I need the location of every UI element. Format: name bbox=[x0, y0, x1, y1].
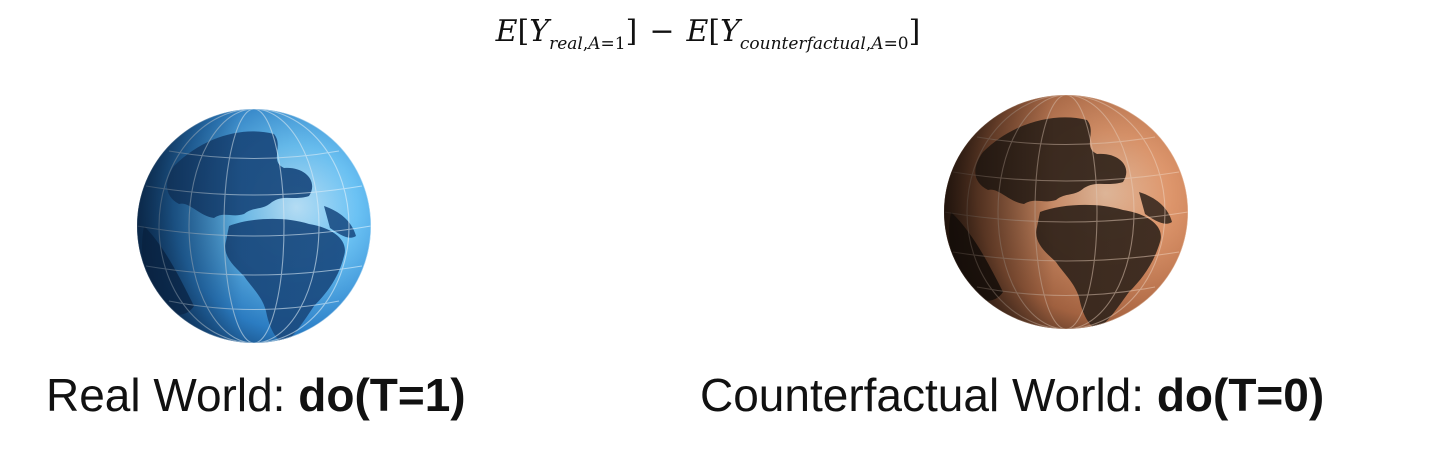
outcome-symbol: Y bbox=[529, 14, 550, 49]
counterfactual-subscript: counterfactual,A=0 bbox=[740, 34, 909, 54]
subscript-treatment-var: A bbox=[871, 34, 884, 54]
real-subscript: real,A=1 bbox=[549, 34, 626, 54]
subscript-comma: , bbox=[865, 34, 872, 54]
real-world-intervention: do(T=1) bbox=[298, 369, 466, 421]
minus-operator: − bbox=[649, 14, 675, 49]
subscript-real-word: real bbox=[549, 34, 583, 54]
left-bracket: [ bbox=[517, 14, 530, 49]
subscript-treatment-var: A bbox=[588, 34, 601, 54]
counterfactual-world-caption: Counterfactual World: do(T=0) bbox=[700, 368, 1324, 422]
subscript-comma: , bbox=[582, 34, 589, 54]
expectation-symbol: E bbox=[686, 14, 709, 49]
left-bracket: [ bbox=[708, 14, 721, 49]
counterfactual-world-label: Counterfactual World: bbox=[700, 369, 1157, 421]
right-bracket: ] bbox=[625, 14, 638, 49]
expectation-symbol: E bbox=[495, 14, 518, 49]
outcome-symbol: Y bbox=[720, 14, 740, 49]
subscript-treatment-value: =0 bbox=[883, 34, 909, 54]
subscript-counterfactual-word: counterfactual bbox=[739, 34, 866, 54]
orange-globe-icon bbox=[944, 95, 1188, 329]
causal-effect-formula: E[Yreal,A=1]−E[Ycounterfactual,A=0] bbox=[0, 14, 1416, 54]
counterfactual-world-intervention: do(T=0) bbox=[1156, 369, 1325, 421]
subscript-treatment-value: =1 bbox=[600, 34, 626, 54]
real-world-label: Real World: bbox=[46, 369, 299, 421]
right-bracket: ] bbox=[908, 14, 921, 49]
real-world-caption: Real World: do(T=1) bbox=[46, 368, 466, 422]
blue-globe-icon bbox=[137, 109, 371, 343]
